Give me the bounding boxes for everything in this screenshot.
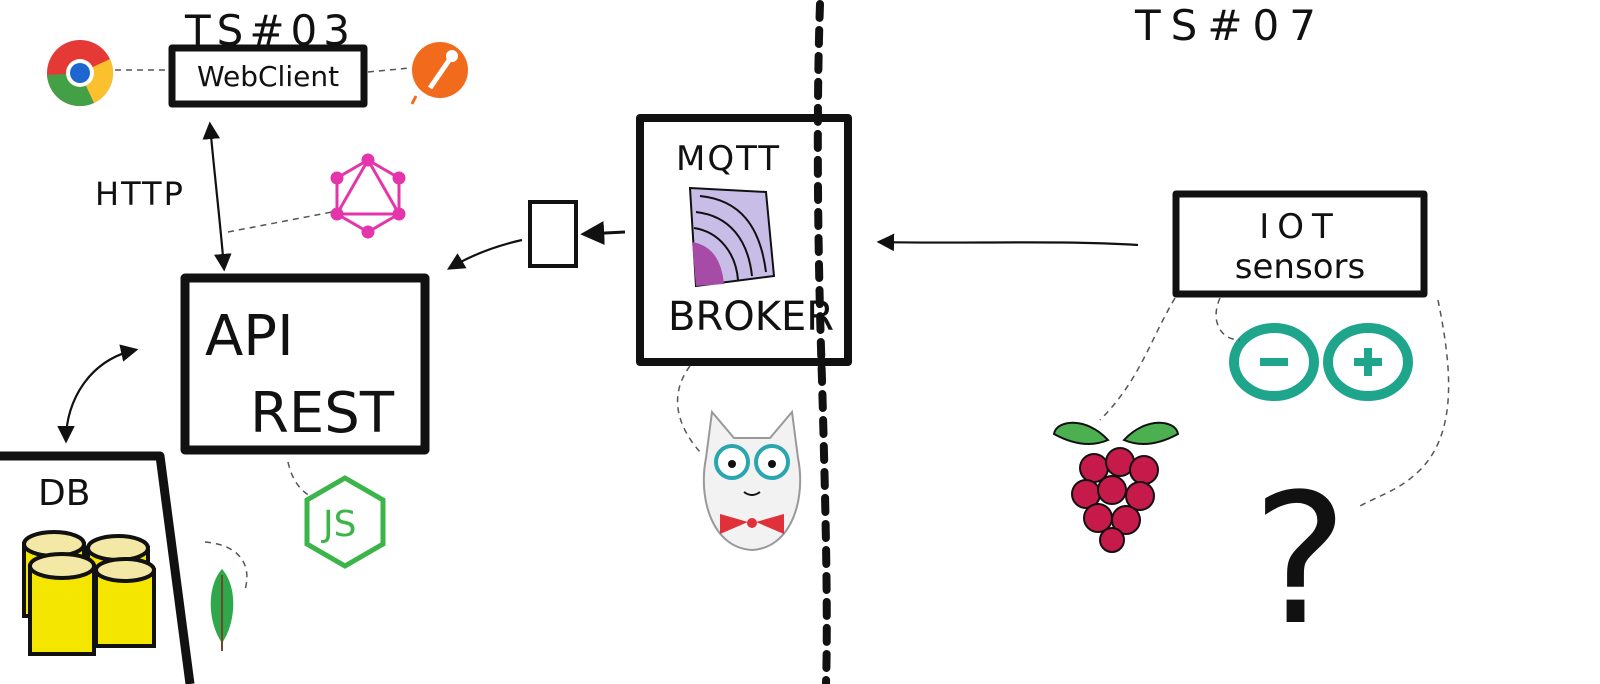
db-box: DB <box>0 451 195 684</box>
db-arrow <box>57 344 139 444</box>
arrow-sensors-to-broker <box>876 233 1139 252</box>
rest-label: REST <box>250 381 395 446</box>
dashed-connector <box>1099 297 1176 421</box>
broker-label: BROKER <box>668 294 834 340</box>
iot-label: IOT <box>1259 207 1341 247</box>
dashed-connector <box>367 67 411 73</box>
web-client-box: WebClient <box>168 44 368 108</box>
dashed-connector <box>287 461 311 497</box>
http-arrow <box>202 121 232 272</box>
chrome-icon <box>47 40 114 107</box>
mongodb-leaf-icon <box>210 569 234 651</box>
graphql-icon <box>330 153 406 239</box>
mqtt-label: MQTT <box>676 139 781 179</box>
api-rest-box: API REST <box>180 273 430 455</box>
queue-box <box>528 200 578 268</box>
iot-sensors-box: IOT sensors <box>1172 190 1428 298</box>
http-label: HTTP <box>95 175 185 213</box>
api-label: API <box>205 304 294 369</box>
database-cylinders <box>22 530 156 656</box>
dashed-connector <box>227 211 333 233</box>
raspberry-pi-icon <box>1052 421 1180 553</box>
mosquitto-icon <box>688 186 776 288</box>
dashed-connector <box>204 541 248 591</box>
divider-line <box>813 0 831 684</box>
arrow-queue-to-api <box>446 238 523 270</box>
arrow-broker-to-queue <box>580 221 626 246</box>
unknown-device-glyph: ? <box>1252 456 1348 665</box>
dashed-connector <box>1359 299 1450 507</box>
svg-text:JS: JS <box>321 504 356 545</box>
db-label: DB <box>38 473 90 514</box>
dashed-connector <box>1215 297 1241 341</box>
cat-mascot-icon <box>702 409 802 552</box>
nodejs-icon: JS <box>304 475 386 569</box>
dashed-connector <box>676 365 701 453</box>
heading-right: TS#07 <box>1134 1 1326 50</box>
web-client-label: WebClient <box>197 60 339 93</box>
postman-icon <box>410 42 468 105</box>
arduino-icon <box>1229 323 1413 401</box>
sensors-label: sensors <box>1235 247 1365 287</box>
